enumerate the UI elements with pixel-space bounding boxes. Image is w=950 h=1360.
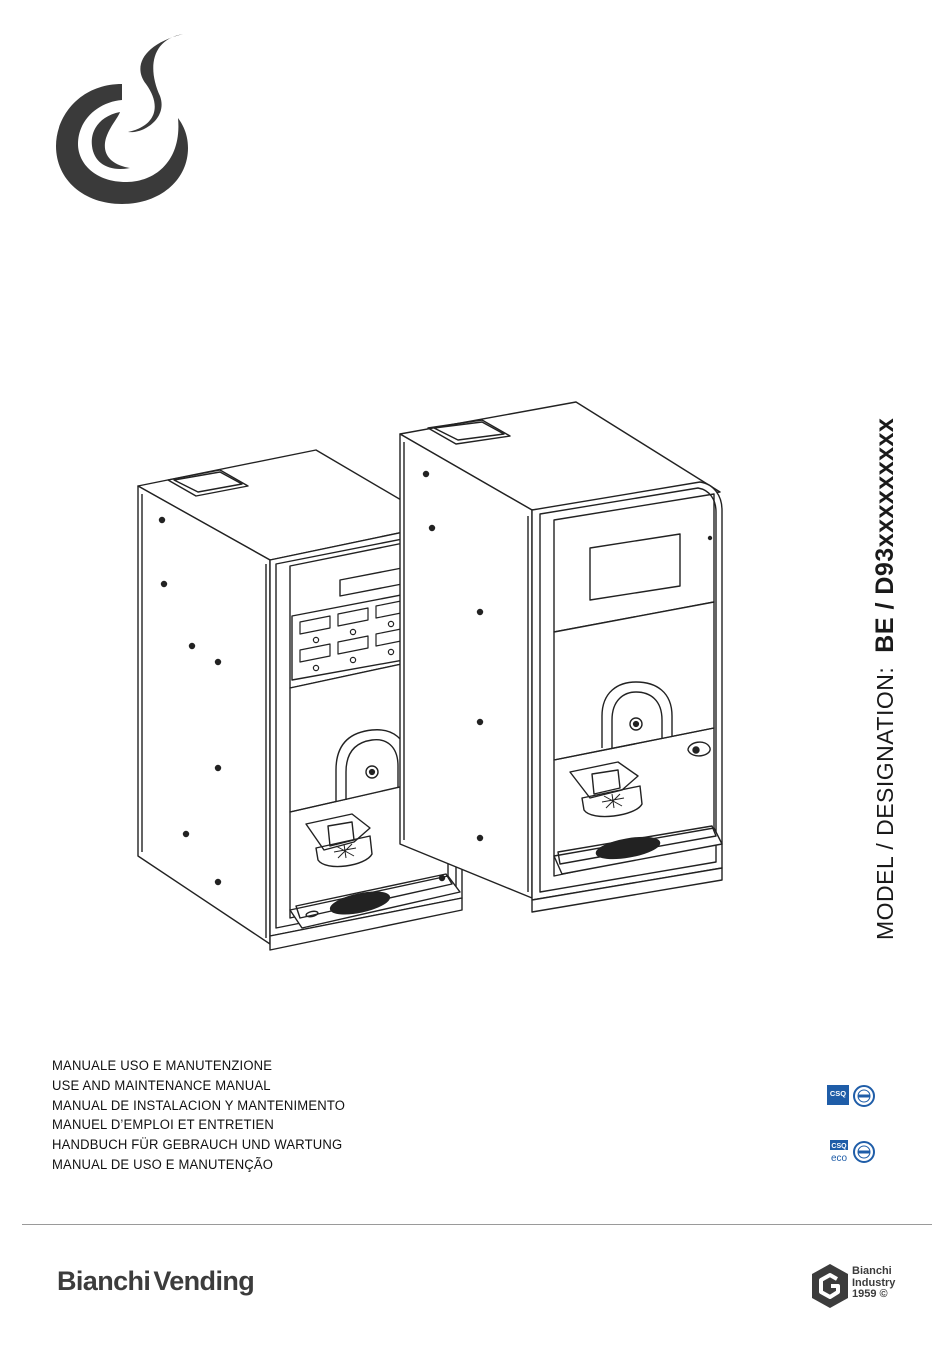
vending-machines-illustration <box>130 398 730 958</box>
brand-name-part1: Bianchi <box>57 1266 150 1296</box>
manual-title-it: MANUALE USO E MANUTENZIONE <box>52 1057 530 1077</box>
manual-titles-list: MANUALE USO E MANUTENZIONE USE AND MAINT… <box>52 1057 572 1176</box>
bianchi-industry-badge-icon <box>808 1262 852 1310</box>
cert-bottom-sub-text: eco <box>831 1153 848 1164</box>
industry-line-1: Bianchi <box>852 1266 895 1278</box>
brand-name-part2: Vending <box>153 1266 254 1296</box>
cert-bottom-text: CSQ <box>831 1143 847 1150</box>
manual-title-de: HANDBUCH FÜR GEBRAUCH UND WARTUNG <box>52 1136 530 1156</box>
csq-eco-certification-logo-icon: CSQ eco <box>826 1139 878 1165</box>
model-value: BE / D93xxxxxxxxx <box>871 418 900 653</box>
industry-line-3: 1959 © <box>852 1289 895 1301</box>
manual-title-es: MANUAL DE INSTALACION Y MANTENIMENTO <box>52 1097 530 1117</box>
model-designation: MODEL / DESIGNATION: BE / D93xxxxxxxxx <box>855 380 915 940</box>
manual-title-pt: MANUAL DE USO E MANUTENÇÃO <box>52 1156 530 1176</box>
footer-divider <box>22 1224 932 1225</box>
right-machine-drawing <box>400 402 722 912</box>
cert-top-text: CSQ <box>830 1089 846 1098</box>
bianchi-industry-text: Bianchi Industry 1959 © <box>852 1266 895 1301</box>
manual-title-fr: MANUEL D’EMPLOI ET ENTRETIEN <box>52 1116 530 1136</box>
csq-certification-logo-icon: CSQ <box>826 1083 878 1109</box>
manual-title-en: USE AND MAINTENANCE MANUAL <box>52 1077 530 1097</box>
model-label: MODEL / DESIGNATION: <box>872 667 899 940</box>
bianchi-flame-logo-icon <box>52 30 192 205</box>
